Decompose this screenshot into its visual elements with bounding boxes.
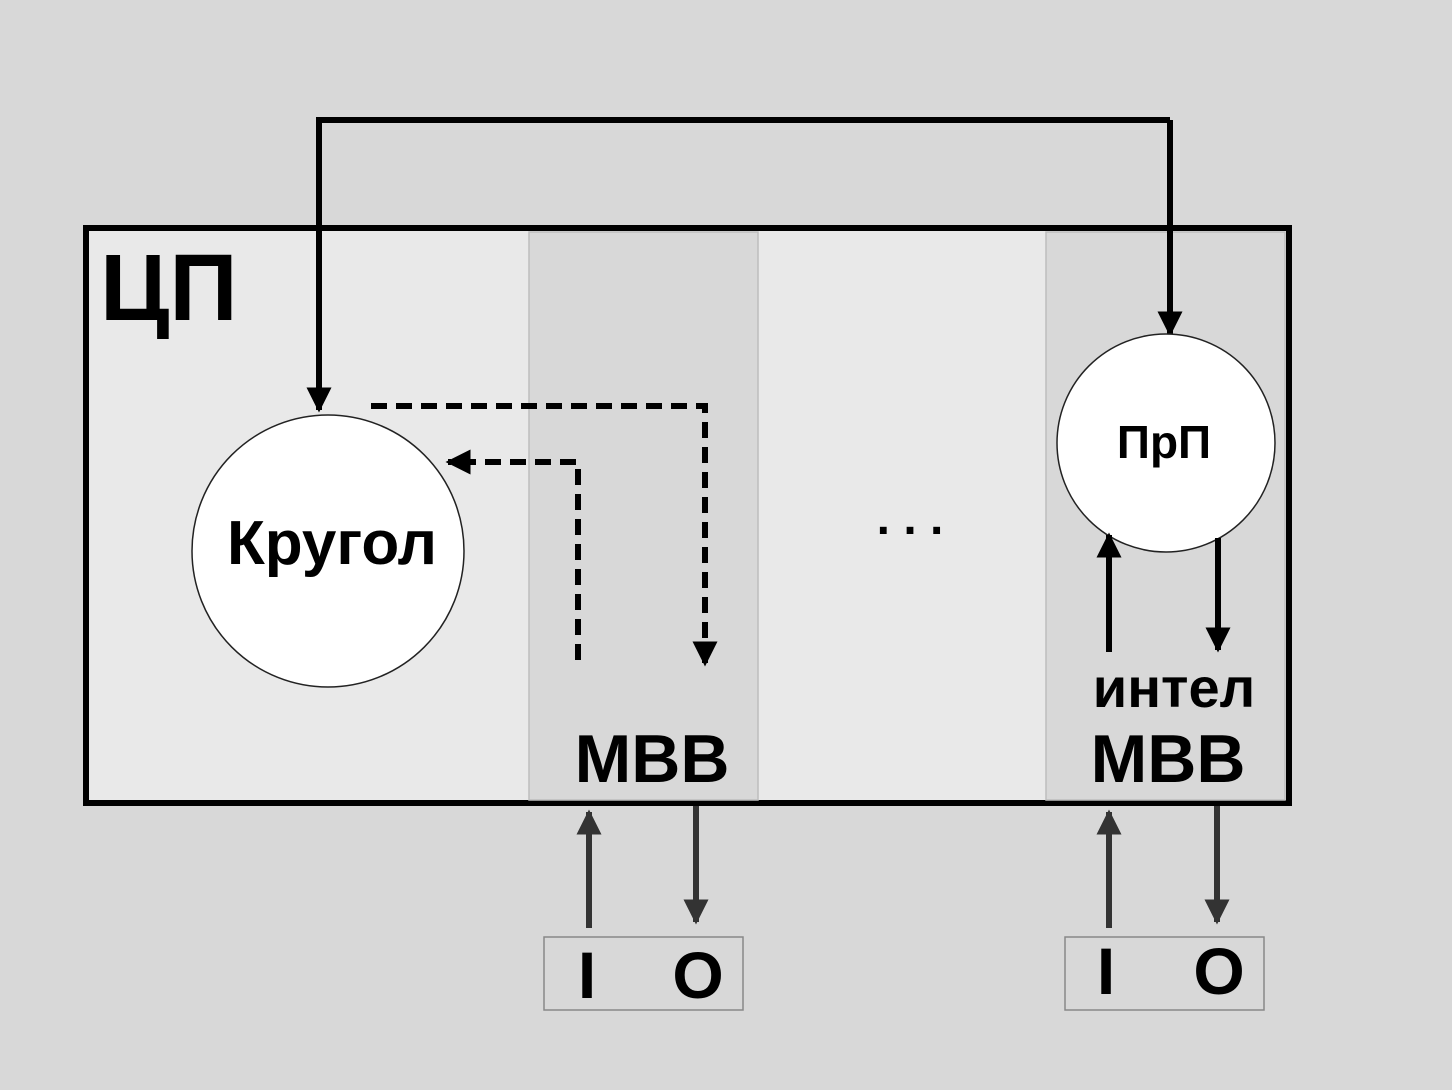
cpu-label: ЦП: [100, 235, 238, 341]
main-process-circle: [191, 414, 465, 688]
io-module-2-label: МВВ: [1091, 721, 1246, 797]
polling-process-circle: [1056, 333, 1276, 553]
dashed-arrow-to-io-module: [371, 403, 718, 667]
polling-process-label: ПрП: [1117, 416, 1211, 468]
io-1-input-label: I: [578, 938, 596, 1012]
io-2-input-label: I: [1097, 934, 1115, 1008]
io-2-output-label: O: [1193, 934, 1244, 1008]
io-1-box: [543, 936, 744, 1011]
io-2-box: [1064, 936, 1265, 1011]
io-1-output-label: O: [672, 938, 723, 1012]
io-module-2-prefix: интел: [1093, 656, 1255, 719]
ellipsis: . . .: [877, 492, 944, 545]
main-process-label: Кругол: [227, 509, 437, 578]
io-module-1-label: МВВ: [575, 721, 730, 797]
io-module-1-column: [528, 231, 759, 801]
dashed-arrow-from-io-module: [445, 449, 581, 660]
